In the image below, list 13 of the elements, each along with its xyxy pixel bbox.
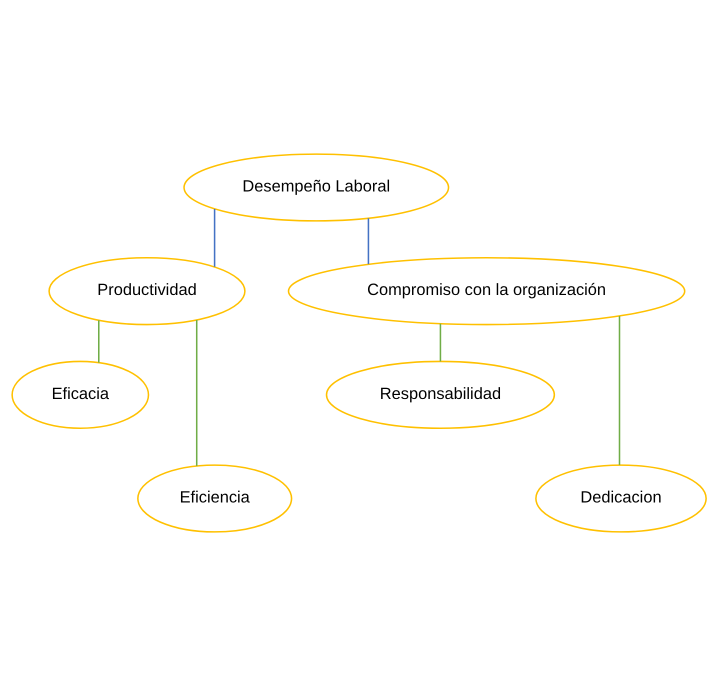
node-ellipse: Dedicacion xyxy=(535,464,707,533)
connector xyxy=(368,218,370,264)
node-ellipse: Compromiso con la organización xyxy=(288,257,686,326)
connector xyxy=(196,320,198,466)
node-ellipse: Productividad xyxy=(48,257,246,326)
connector xyxy=(214,208,216,267)
node-ellipse: Eficacia xyxy=(11,360,150,429)
connector xyxy=(618,316,620,465)
connector xyxy=(98,320,100,363)
node-ellipse: Responsabilidad xyxy=(326,360,556,429)
connector xyxy=(440,324,442,362)
node-ellipse: Eficiencia xyxy=(137,464,292,533)
node-ellipse: Desempeño Laboral xyxy=(183,153,450,222)
